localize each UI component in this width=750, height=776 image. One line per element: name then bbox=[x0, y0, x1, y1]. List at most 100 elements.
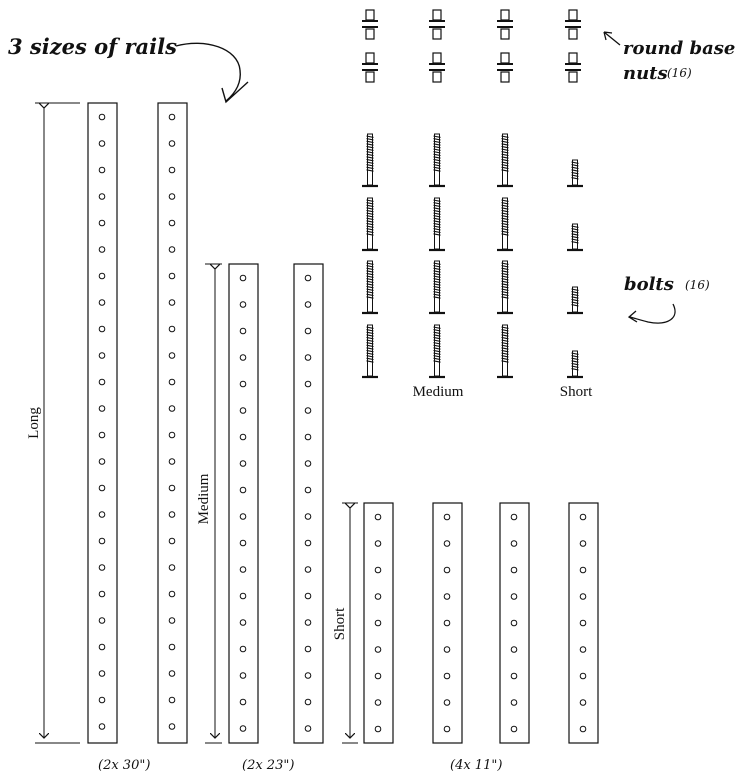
rail-hole bbox=[374, 593, 382, 600]
bolt-short-label: Short bbox=[560, 384, 593, 400]
short-rail-1 bbox=[363, 502, 394, 744]
rail-hole bbox=[98, 511, 106, 518]
rail-hole bbox=[239, 407, 247, 414]
rail-hole bbox=[304, 566, 312, 573]
medium-rail-2 bbox=[293, 263, 324, 744]
rail-hole bbox=[98, 670, 106, 677]
medium-bolt bbox=[362, 133, 378, 188]
rail-hole bbox=[510, 593, 518, 600]
rail-hole bbox=[304, 698, 312, 706]
rail-hole bbox=[239, 354, 247, 361]
rail-hole bbox=[98, 299, 106, 306]
rail-hole bbox=[98, 246, 106, 253]
rail-hole bbox=[168, 643, 176, 651]
rail-hole bbox=[168, 219, 176, 227]
rail-hole bbox=[443, 540, 451, 547]
bolts-label: bolts bbox=[624, 274, 674, 295]
rail-hole bbox=[510, 646, 518, 653]
short-quantity-label: (4x 11") bbox=[450, 758, 502, 773]
rail-hole bbox=[239, 513, 247, 520]
rail-hole bbox=[239, 566, 247, 573]
medium-quantity-label: (2x 23") bbox=[242, 758, 294, 773]
medium-rails bbox=[228, 263, 324, 744]
rail-hole bbox=[98, 405, 106, 412]
rail-hole bbox=[168, 511, 176, 518]
rail-hole bbox=[510, 513, 518, 521]
rail-hole bbox=[98, 484, 106, 492]
rail-hole bbox=[168, 378, 176, 386]
rail-hole bbox=[304, 354, 312, 361]
nut-pair bbox=[362, 9, 378, 40]
rail-hole bbox=[98, 166, 106, 174]
rail-hole bbox=[443, 646, 451, 653]
rail-hole bbox=[168, 140, 176, 147]
rail-hole bbox=[168, 113, 176, 121]
rail-hole bbox=[579, 725, 587, 733]
rail-hole bbox=[98, 219, 106, 227]
rail-hole bbox=[443, 593, 451, 600]
rail-hole bbox=[239, 672, 247, 679]
rail-hole bbox=[239, 460, 247, 467]
bolts-count: (16) bbox=[685, 278, 710, 292]
nuts-label: round base bbox=[623, 38, 735, 59]
rail-hole bbox=[304, 645, 312, 653]
rail-hole bbox=[579, 513, 587, 521]
rail-hole bbox=[98, 537, 106, 545]
rail-hole bbox=[168, 299, 176, 306]
bolt-medium-label: Medium bbox=[413, 384, 464, 400]
rail-hole bbox=[168, 352, 176, 359]
rail-hole bbox=[98, 272, 106, 280]
long-rails bbox=[87, 102, 188, 744]
medium-bolt bbox=[362, 197, 378, 252]
rail-hole bbox=[98, 140, 106, 147]
rail-hole bbox=[168, 670, 176, 677]
rail-hole bbox=[443, 619, 451, 627]
short-rail-2 bbox=[432, 502, 463, 744]
rail-hole bbox=[98, 643, 106, 651]
pointer-arrow-icon bbox=[603, 31, 621, 46]
medium-bolt bbox=[429, 260, 445, 315]
rail-hole bbox=[304, 486, 312, 494]
long-rail-1 bbox=[87, 102, 118, 744]
medium-bolt bbox=[429, 324, 445, 379]
rail-hole bbox=[443, 566, 451, 574]
rail-hole bbox=[579, 566, 587, 574]
bolts bbox=[362, 133, 583, 379]
medium-bolt bbox=[362, 260, 378, 315]
rail-hole bbox=[443, 699, 451, 706]
rail-hole bbox=[168, 246, 176, 253]
rail-hole bbox=[98, 113, 106, 121]
rails-title: 3 sizes of rails bbox=[8, 34, 177, 59]
medium-bolt bbox=[429, 197, 445, 252]
short-bolt bbox=[567, 223, 583, 252]
bolts-arrow-icon bbox=[627, 303, 676, 324]
rail-hole bbox=[304, 513, 312, 520]
short-bolt bbox=[567, 286, 583, 315]
rail-hole bbox=[239, 327, 247, 335]
rail-hole bbox=[168, 564, 176, 571]
rail-hole bbox=[304, 274, 312, 282]
rail-hole bbox=[374, 619, 382, 627]
medium-bolt bbox=[497, 197, 513, 252]
short-bolt bbox=[567, 350, 583, 379]
short-rail-4 bbox=[568, 502, 599, 744]
rail-hole bbox=[374, 672, 382, 680]
rail-hole bbox=[239, 380, 247, 388]
rail-hole bbox=[510, 725, 518, 733]
rail-hole bbox=[374, 540, 382, 547]
rail-hole bbox=[168, 325, 176, 333]
rail-hole bbox=[579, 646, 587, 653]
rail-hole bbox=[579, 699, 587, 706]
nut-pair bbox=[429, 52, 445, 83]
nuts-count: (16) bbox=[667, 66, 692, 80]
rail-hole bbox=[304, 619, 312, 626]
rail-hole bbox=[168, 193, 176, 200]
rail-hole bbox=[98, 458, 106, 465]
rail-hole bbox=[443, 513, 451, 521]
rail-hole bbox=[510, 619, 518, 627]
rail-hole bbox=[510, 540, 518, 547]
medium-rail-1 bbox=[228, 263, 259, 744]
rail-hole bbox=[98, 352, 106, 359]
nut-pair bbox=[497, 9, 513, 40]
nut-pair bbox=[497, 52, 513, 83]
